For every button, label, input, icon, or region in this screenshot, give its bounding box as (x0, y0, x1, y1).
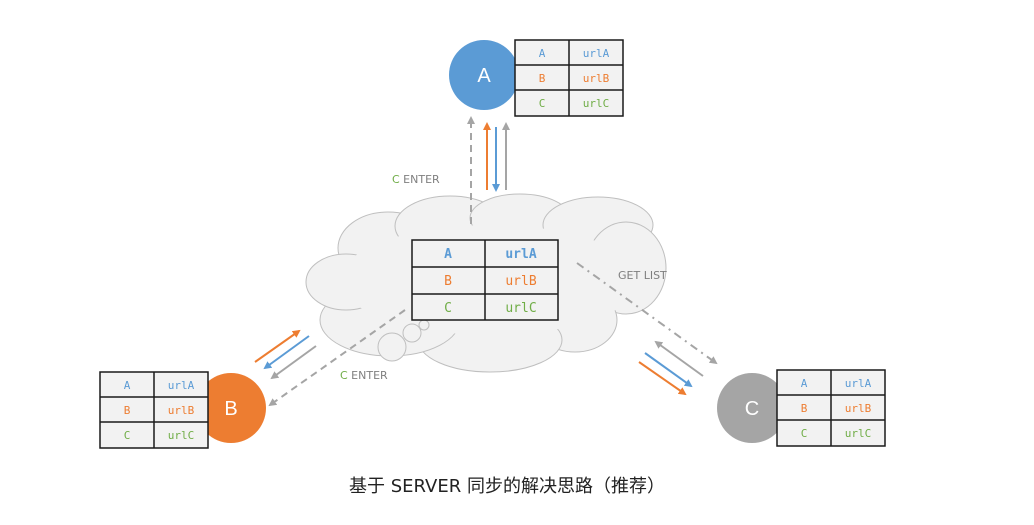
node-b-table-url-c: urlC (168, 429, 195, 442)
node-a-table-url-c: urlC (583, 97, 610, 110)
node-b-circle (196, 373, 266, 443)
node-c-table-name-a: A (801, 377, 808, 390)
node-c-table-url-c: urlC (845, 427, 872, 440)
node-b-label: B (224, 398, 237, 420)
node-b: B (196, 373, 266, 443)
arrow-b-blue-down (263, 335, 310, 370)
node-c-table-url-b: urlB (845, 402, 872, 415)
label-c-enter-bottom-prefix: C (340, 369, 348, 382)
node-c-table: A urlA B urlB C urlC (776, 369, 886, 447)
label-c-enter-top-prefix: C (392, 173, 400, 186)
node-a-table-name-a: A (539, 47, 546, 60)
server-table-name-c: C (444, 301, 452, 316)
node-c-circle (717, 373, 787, 443)
label-c-enter-top-suffix: ENTER (400, 173, 440, 186)
node-b-table-url-b: urlB (168, 404, 195, 417)
node-a-table-name-c: C (539, 97, 546, 110)
arrow-c-orange-down (638, 361, 687, 396)
diagram-caption: 基于 SERVER 同步的解决思路（推荐） (349, 476, 665, 497)
arrow-b-orange-up (254, 329, 301, 363)
label-c-enter-top: C ENTER (392, 173, 440, 186)
label-get-list: GET LIST (618, 269, 667, 282)
node-a: A (449, 40, 519, 110)
server-table-name-b: B (444, 274, 452, 289)
node-c-table-name-b: B (801, 402, 808, 415)
arrow-server-to-b-c-enter (268, 309, 406, 407)
node-c-table-name-c: C (801, 427, 808, 440)
node-b-table-name-b: B (124, 404, 131, 417)
node-a-circle (449, 40, 519, 110)
node-c-label: C (745, 398, 759, 420)
server-table-url-a: urlA (505, 247, 536, 262)
label-c-enter-bottom: C ENTER (340, 369, 388, 382)
arrow-b-gray-down (270, 345, 317, 380)
arrow-get-list (576, 262, 718, 365)
server-table-url-c: urlC (505, 301, 536, 316)
node-b-table-name-a: A (124, 379, 131, 392)
server-table: A urlA B urlB C urlC (411, 239, 559, 321)
node-a-label: A (477, 65, 491, 87)
node-a-table: A urlA B urlB C urlC (514, 39, 624, 117)
arrow-c-gray-up (654, 340, 704, 377)
node-c: C (717, 373, 787, 443)
node-c-table-url-a: urlA (845, 377, 872, 390)
label-c-enter-bottom-suffix: ENTER (348, 369, 388, 382)
node-a-table-name-b: B (539, 72, 546, 85)
node-a-table-url-b: urlB (583, 72, 610, 85)
server-table-name-a: A (444, 247, 452, 262)
node-b-table-url-a: urlA (168, 379, 195, 392)
arrow-c-blue-down (644, 352, 693, 388)
server-table-url-b: urlB (505, 274, 536, 289)
node-b-table: A urlA B urlB C urlC (99, 371, 209, 449)
node-a-table-url-a: urlA (583, 47, 610, 60)
node-b-table-name-c: C (124, 429, 131, 442)
cloud-bubbles (377, 319, 430, 362)
